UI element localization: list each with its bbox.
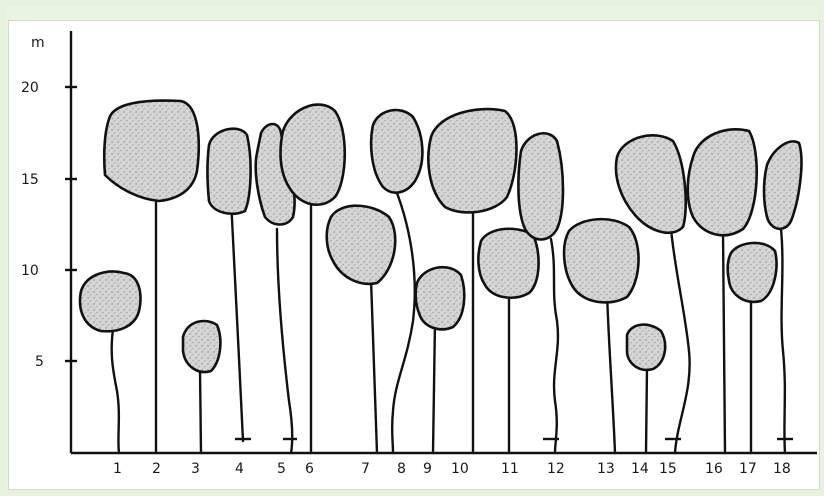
- tree-11: [478, 229, 538, 453]
- tree-profile-diagram: m 20 15 10 5: [9, 21, 819, 489]
- tree-17: [728, 243, 777, 453]
- tree-18-crown: [764, 141, 801, 228]
- tree-15-crown: [616, 135, 686, 232]
- y-tick-label-10: 10: [21, 263, 39, 279]
- tree-7-stem: [371, 279, 377, 453]
- tree-12-stem: [551, 239, 558, 453]
- figure-panel: m 20 15 10 5: [8, 20, 820, 490]
- tree-7-crown: [327, 206, 396, 284]
- tree-number-11: 11: [501, 461, 519, 477]
- tree-number-1: 1: [113, 461, 122, 477]
- tree-1: [80, 272, 140, 453]
- tree-number-10: 10: [451, 461, 469, 477]
- tree-1-crown: [80, 272, 140, 332]
- y-tick-label-20: 20: [21, 80, 39, 96]
- tree-9-crown: [416, 267, 465, 329]
- tree-18-stem: [781, 229, 785, 453]
- tree-2-crown: [104, 101, 199, 201]
- tree-18: [764, 141, 801, 453]
- tree-8-crown: [371, 110, 422, 193]
- tree-1-stem: [112, 323, 119, 453]
- tree-number-14: 14: [631, 461, 649, 477]
- tree-8-stem: [392, 183, 415, 453]
- tree-17-crown: [728, 243, 777, 302]
- tree-3: [183, 321, 220, 453]
- tree-11-crown: [478, 229, 538, 298]
- tree-number-17: 17: [739, 461, 757, 477]
- tree-13-stem: [607, 293, 615, 453]
- tree-4: [208, 129, 252, 441]
- tree-4-stem: [231, 199, 243, 441]
- tree-number-3: 3: [191, 461, 200, 477]
- tree-number-12: 12: [547, 461, 565, 477]
- tree-5-stem: [277, 229, 292, 453]
- tree-number-7: 7: [361, 461, 370, 477]
- y-unit-label: m: [31, 35, 45, 51]
- tree-15-stem: [671, 229, 690, 453]
- tree-number-5: 5: [277, 461, 286, 477]
- tree-13-crown: [564, 219, 638, 302]
- tree-12-crown: [518, 133, 563, 239]
- tree-3-stem: [200, 369, 201, 453]
- tree-number-13: 13: [597, 461, 615, 477]
- tree-number-6: 6: [305, 461, 314, 477]
- tree-10-crown: [428, 109, 516, 212]
- tree-number-8: 8: [397, 461, 406, 477]
- y-tick-label-5: 5: [35, 354, 44, 370]
- tree-14-crown: [627, 325, 665, 370]
- tree-number-16: 16: [705, 461, 723, 477]
- y-tick-label-15: 15: [21, 172, 39, 188]
- tree-9-stem: [433, 321, 435, 453]
- tree-14: [627, 325, 665, 453]
- tree-16-stem: [723, 231, 725, 453]
- tree-3-crown: [183, 321, 220, 372]
- tree-number-18: 18: [773, 461, 791, 477]
- tree-9: [416, 267, 465, 453]
- tree-6-crown: [281, 105, 345, 205]
- tree-number-15: 15: [659, 461, 677, 477]
- tree-4-crown: [208, 129, 251, 214]
- tree-14-stem: [646, 367, 647, 453]
- tree-number-4: 4: [235, 461, 244, 477]
- tree-7: [327, 206, 396, 453]
- tree-16-crown: [688, 129, 757, 235]
- tree-number-2: 2: [152, 461, 161, 477]
- tree-number-9: 9: [423, 461, 432, 477]
